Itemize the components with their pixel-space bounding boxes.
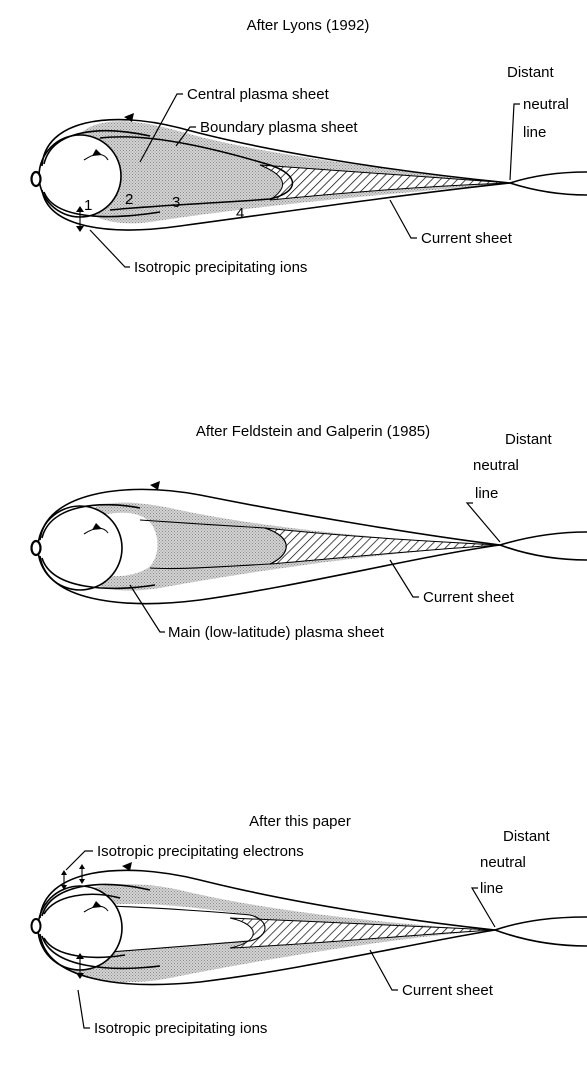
field-line-number-1: 1 [84, 197, 92, 214]
distant-tail-lower [500, 545, 587, 560]
label-neutral: neutral [480, 854, 526, 871]
label-current-sheet: Current sheet [423, 589, 515, 606]
leader-current-sheet [370, 950, 398, 990]
label-isotropic-electrons: Isotropic precipitating electrons [97, 843, 304, 860]
label-central-plasma-sheet: Central plasma sheet [187, 86, 330, 103]
label-neutral: neutral [473, 457, 519, 474]
label-current-sheet: Current sheet [421, 230, 513, 247]
label-line: line [523, 124, 546, 141]
earth-circle [39, 135, 121, 217]
label-line: line [480, 880, 503, 897]
field-line-number-2: 2 [125, 191, 133, 208]
arrowhead-icon [79, 864, 85, 869]
distant-tail-upper [500, 532, 587, 545]
earth-dayside-marker [32, 172, 41, 186]
distant-tail-upper [495, 917, 587, 930]
label-line: line [475, 485, 498, 502]
current-sheet-region [265, 528, 500, 564]
leader-isotropic-electrons [66, 851, 93, 870]
leader-current-sheet [390, 200, 417, 238]
panel-title: After this paper [249, 813, 351, 830]
arrowhead-icon [76, 226, 84, 232]
leader-isotropic-ions [78, 990, 90, 1028]
leader-distant-neutral-line [510, 104, 520, 180]
panel-feldstein-galperin: After Feldstein and Galperin (1985) Dist… [32, 423, 587, 641]
distant-tail-lower [495, 930, 587, 946]
leader-main-plasma-sheet [130, 585, 165, 632]
arrowhead-icon [61, 870, 67, 875]
field-line-number-4: 4 [236, 205, 244, 222]
panel-title: After Feldstein and Galperin (1985) [196, 423, 430, 440]
panel-this-paper: After this paper Isotropic pr [32, 813, 587, 1037]
earth-dayside-marker [32, 919, 41, 933]
distant-tail-upper [510, 172, 587, 183]
label-isotropic-ions: Isotropic precipitating ions [94, 1020, 267, 1037]
label-neutral: neutral [523, 96, 569, 113]
leader-current-sheet [390, 560, 419, 597]
label-distant: Distant [505, 431, 553, 448]
label-boundary-plasma-sheet: Boundary plasma sheet [200, 119, 358, 136]
earth-dayside-marker [32, 541, 41, 555]
distant-tail-lower [510, 183, 587, 195]
panel-lyons: After Lyons (1992) 1 2 3 4 [32, 17, 587, 276]
arrowhead-icon [79, 879, 85, 884]
leader-distant-neutral-line [467, 503, 500, 542]
panel-title: After Lyons (1992) [247, 17, 370, 34]
field-line-number-3: 3 [172, 194, 180, 211]
label-main-plasma-sheet: Main (low-latitude) plasma sheet [168, 624, 385, 641]
label-distant: Distant [507, 64, 555, 81]
label-distant: Distant [503, 828, 551, 845]
label-isotropic-ions: Isotropic precipitating ions [134, 259, 307, 276]
label-current-sheet: Current sheet [402, 982, 494, 999]
leader-isotropic-ions [90, 230, 130, 267]
